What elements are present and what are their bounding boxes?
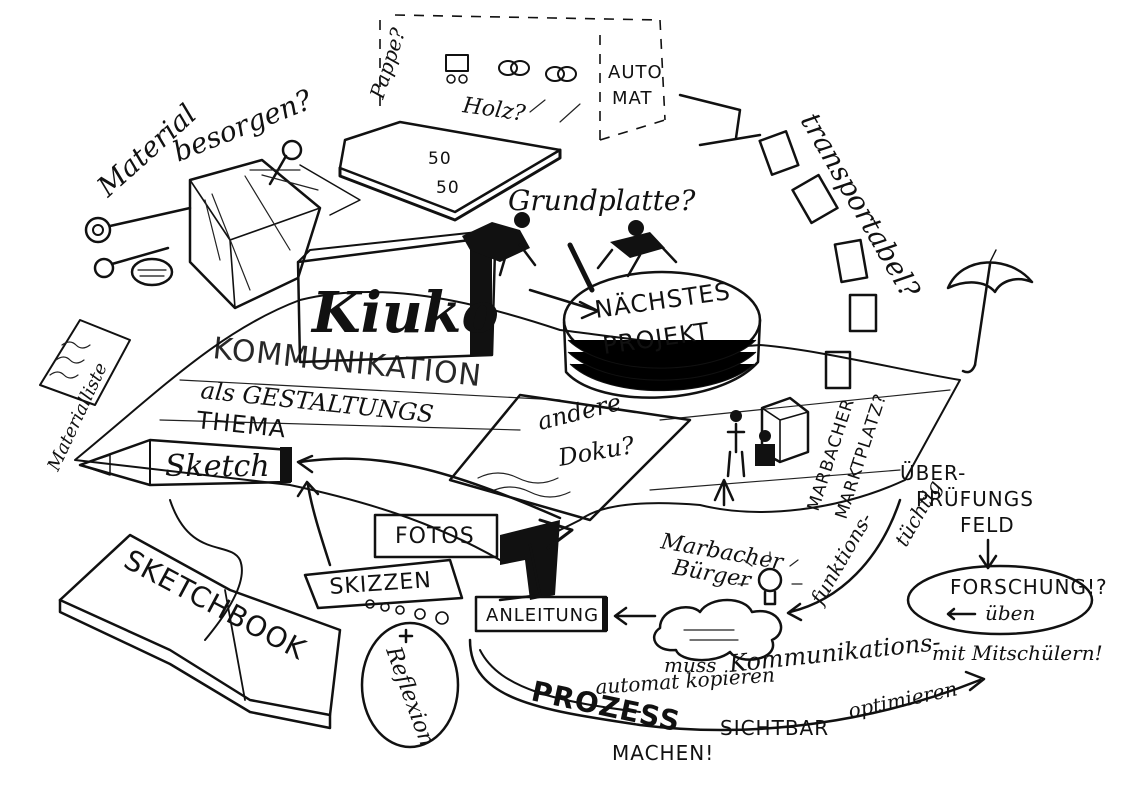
paper-bag [188,158,361,310]
sketchbook: SKETCHBOOK [58,533,342,730]
ueber-label-3: FELD [960,513,1015,537]
size-label-2: 50 [436,178,460,198]
fotos-box: FOTOS [373,513,499,559]
kiuko-box: Kiuko [296,231,499,364]
sketch-label: Sketch [165,449,270,484]
muss-label: muss [664,653,716,677]
reflexion-circle: Reflexion [360,621,460,750]
skizzen-label: SKIZZEN [329,568,433,600]
reflexion-label: Reflexion [380,643,439,750]
machen-label: MACHEN! [612,741,714,765]
anleitung-box: ANLEITUNG [474,595,657,633]
automat-label-2: MAT [612,88,652,109]
big-process-arrow [296,454,574,602]
forschung-label-2: üben [985,601,1035,625]
forschung-ellipse: FORSCHUNG!? üben mit Mitschülern! [906,564,1108,665]
arrow-to-project [528,288,597,312]
sichtbar-label: SICHTBAR [720,716,829,740]
figures-kiuko [462,212,537,277]
cloud-icon [653,598,783,662]
forschung-label-3: mit Mitschülern! [932,641,1103,665]
andere-doku-label-2: Doku? [555,431,636,472]
material-besorgen: Material besorgen? [90,83,318,204]
automat-label-1: AUTO [608,62,663,83]
funktions-label-1: funktions- [805,508,878,610]
kiuko-label: Kiuko [310,280,499,346]
sketchbook-label: SKETCHBOOK [119,543,312,667]
transportabel-label: transportabel? [794,107,927,305]
lightbulb-icon [737,551,803,606]
grundplatte-label: Grundplatte? [508,184,696,217]
ueber-label-2: PRÜFUNGS [916,487,1034,511]
ueber-label-1: ÜBER- [900,461,966,485]
andere-doku-label-1: andere [535,388,624,436]
marktplatz-figures [713,396,810,507]
running-figure [596,220,678,278]
automat-box: Pappe? Holz? AUTO MAT [365,14,666,141]
skizzen-box: SKIZZEN [303,558,464,610]
pappe-label: Pappe? [365,25,411,103]
andere-doku-sheet: andere Doku? [448,388,692,522]
pencil-sketch: Sketch [78,438,292,487]
curve-funktions [788,498,902,614]
size-label-1: 50 [428,149,452,169]
small-circles [365,599,449,625]
umbrella-icon [946,249,1034,374]
tools-cluster [84,139,303,287]
fotos-label: FOTOS [395,524,475,549]
arrow-skizzen-up [306,483,332,567]
optimieren-label: optimieren [846,676,959,723]
anleitung-label: ANLEITUNG [486,605,599,626]
forschung-label-1: FORSCHUNG!? [950,575,1108,599]
holz-label: Holz? [460,93,527,127]
ground-sheet [74,290,961,561]
naechstes-label-1: NÄCHSTES [593,276,733,324]
board-50x50: 50 50 [338,120,562,222]
